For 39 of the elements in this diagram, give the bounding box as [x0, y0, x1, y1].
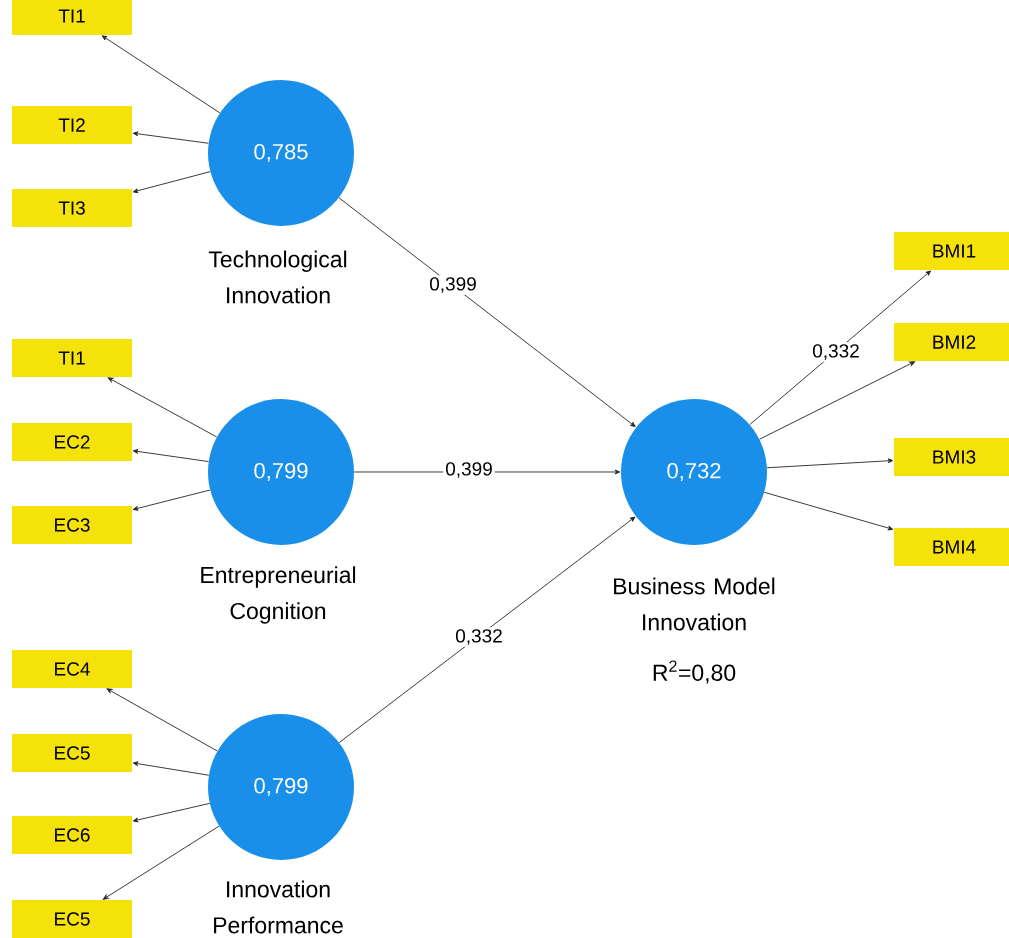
indicator-box: BMI2 [894, 323, 1009, 361]
arrow [132, 171, 211, 194]
indicator-box: TI1 [12, 339, 132, 377]
arrow [107, 377, 218, 438]
path-coefficient: 0,399 [443, 460, 495, 480]
path-coefficient: 0,332 [810, 342, 862, 362]
arrow [132, 489, 211, 511]
indicator-box: BMI3 [894, 438, 1009, 476]
indicator-box: EC6 [12, 816, 132, 854]
construct-label: Technological Innovation [208, 250, 347, 304]
arrow [763, 491, 894, 531]
indicator-box: EC3 [12, 506, 132, 544]
indicator-box: EC2 [12, 423, 132, 461]
path-coefficient: 0,332 [453, 627, 505, 647]
arrow [338, 516, 636, 744]
arrow [132, 761, 210, 776]
arrow [132, 802, 211, 823]
indicator-box: EC5 [12, 900, 132, 938]
arrow [101, 35, 221, 114]
arrow [759, 361, 916, 440]
indicator-box: TI1 [12, 0, 132, 35]
indicator-box: EC4 [12, 650, 132, 688]
indicator-box: TI3 [12, 189, 132, 227]
arrow [749, 270, 932, 426]
arrow [766, 458, 894, 469]
arrow [102, 825, 220, 900]
construct-label: Entrepreneurial Cognition [201, 566, 356, 624]
arrow [132, 131, 209, 144]
path-coefficient: 0,399 [427, 275, 479, 295]
indicator-box: TI2 [12, 106, 132, 144]
construct-label: R$^{2}$=0,80 [653, 660, 736, 684]
arrow [106, 688, 218, 752]
indicator-box: EC5 [12, 734, 132, 772]
indicator-box: BMI4 [894, 528, 1009, 566]
arrow [132, 449, 209, 463]
construct-label: Innovation Performance [214, 880, 343, 934]
indicator-box: BMI1 [894, 232, 1009, 270]
construct-label: Business Model Innovation [614, 577, 775, 631]
arrow [338, 197, 636, 427]
